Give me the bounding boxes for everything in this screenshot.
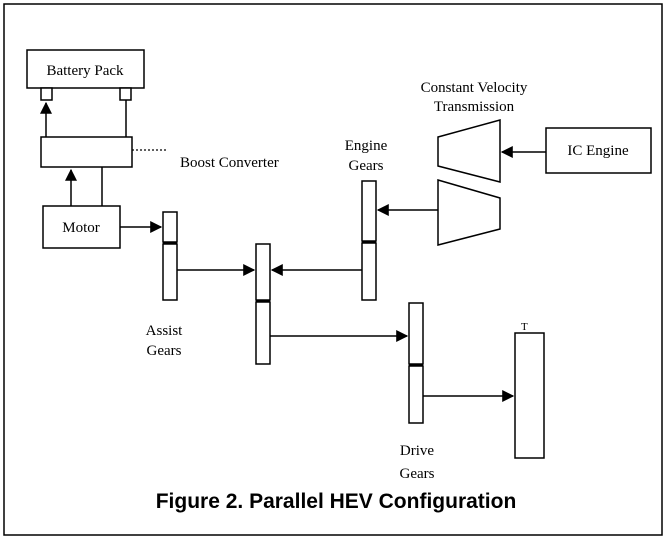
cvt-label-line2: Transmission [434,99,515,115]
ic-engine-box [545,127,652,174]
battery-pack-label: Battery Pack [46,63,124,79]
tire-label: T [521,321,528,333]
boost-converter-label: Boost Converter [180,155,279,171]
cvt-upper-pulley [437,119,501,183]
boost-converter-box [40,136,133,168]
motor-label: Motor [62,220,100,236]
drive-gears-label-line2: Gears [400,466,435,482]
central-gears [255,243,271,365]
battery-terminal-left [40,87,53,101]
engine-gears [361,180,377,301]
cvt-label-line1: Constant Velocity [421,80,528,96]
assist-gears-label-line1: Assist [146,323,184,339]
figure-caption: Figure 2. Parallel HEV Configuration [156,490,517,513]
battery-terminal-right [119,87,132,101]
engine-gears-label-line1: Engine [345,138,388,154]
assist-gears-label-line2: Gears [147,343,182,359]
tire-box [514,332,545,459]
motor-box [42,205,121,249]
ic-engine-label: IC Engine [567,143,629,159]
drive-gears [408,302,424,424]
assist-gears [162,211,178,301]
engine-gears-label-line2: Gears [349,158,384,174]
figure-frame [3,3,663,536]
battery-pack: Battery Pack [26,49,145,101]
cvt-lower-pulley [437,179,501,246]
drive-gears-label-line1: Drive [400,443,434,459]
